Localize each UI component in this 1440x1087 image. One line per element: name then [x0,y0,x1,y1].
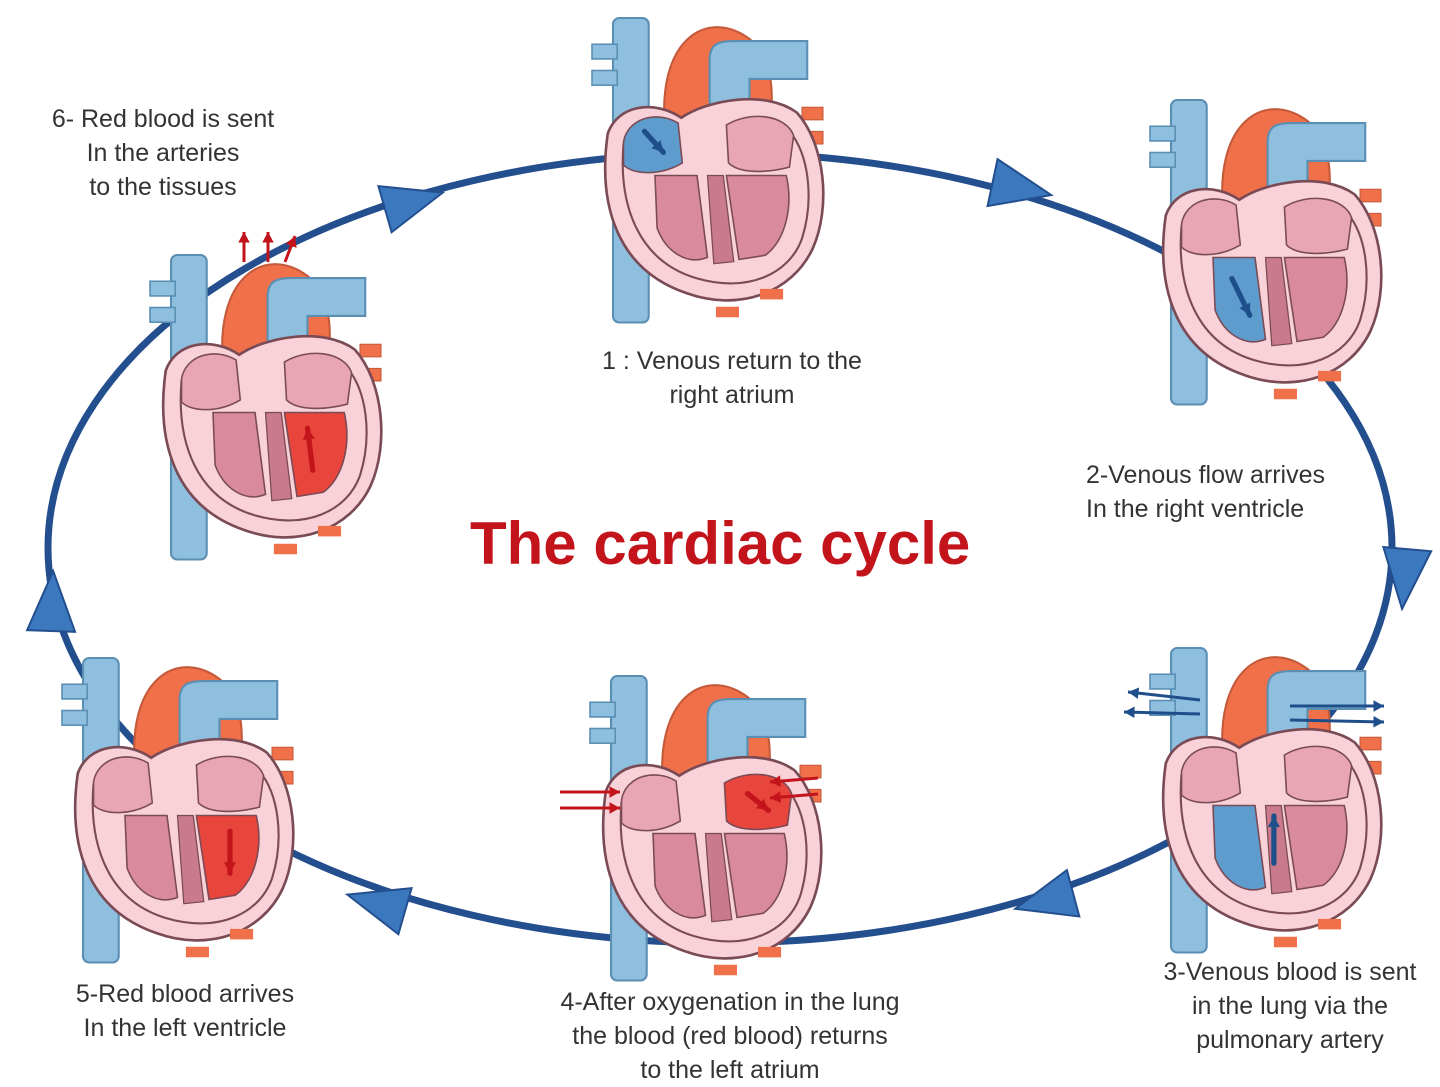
blood-flow-arrow-icon [238,232,250,262]
blood-flow-arrow-icon [769,791,819,803]
blood-flow-arrow-icon [641,128,667,156]
step-1-label: 1 : Venous return to the right atrium [602,347,862,409]
step-6-label: 6- Red blood is sent In the arteries to … [51,105,275,201]
heart-icon [149,253,383,561]
blood-flow-arrow-icon [283,235,297,263]
heart-icon [1149,98,1383,406]
blood-flow-arrow-icon [744,790,772,814]
diagram-title: The cardiac cycle [470,510,971,577]
step-2-label: 2-Venous flow arrives In the right ventr… [1086,461,1326,523]
blood-flow-arrow-icon [1127,687,1201,702]
blood-flow-arrow-icon [769,775,819,787]
cycle-arrow-icon [1012,868,1081,918]
blood-flow-arrow-icon [560,802,620,814]
heart-icon [589,674,823,982]
heart-icon [61,656,295,964]
hearts-group [61,16,1385,982]
cycle-arrows [25,157,1433,936]
blood-flow-arrow-icon [1289,716,1385,728]
blood-flow-arrow-icon [302,425,316,473]
step-4-label: 4-After oxygenation in the lung the bloo… [560,988,900,1084]
blood-flow-arrow-icon [1290,700,1384,712]
heart-icon [1149,646,1383,954]
cycle-arrow-icon [344,886,413,936]
step-3-label: 3-Venous blood is sent in the lung via t… [1163,958,1417,1054]
blood-flow-arrow-icon [560,786,620,798]
cycle-arrow-icon [377,184,446,234]
heart-icon [591,16,825,324]
blood-flow-arrow-icon [1267,813,1280,866]
cycle-arrow-icon [1381,545,1433,612]
cycle-arrow-icon [25,568,77,633]
step-5-label: 5-Red blood arrives In the left ventricl… [75,980,295,1042]
blood-flow-arrow-icon [223,828,237,876]
cycle-arrow-icon [986,157,1054,208]
blood-flow-arrow-icon [1229,275,1253,318]
blood-flow-arrow-icon [262,232,274,262]
blood-flow-arrow-icon [1123,706,1201,719]
